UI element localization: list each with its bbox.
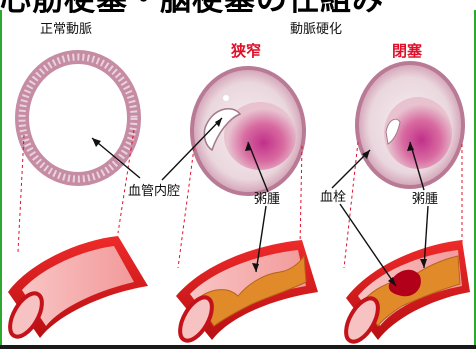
occlusion-vessel-tube bbox=[340, 240, 470, 347]
normal-vessel-tube bbox=[4, 236, 148, 342]
occlusion-cross-section bbox=[357, 63, 463, 187]
arrow-thrombus-tube bbox=[340, 204, 396, 286]
normal-cross-section bbox=[22, 57, 134, 179]
label-arteriosclerosis: 動脈硬化 bbox=[290, 22, 342, 37]
label-thrombus: 血栓 bbox=[320, 190, 346, 205]
label-stenosis: 狭窄 bbox=[231, 43, 261, 60]
bottom-border bbox=[0, 345, 476, 349]
label-occlusion: 閉塞 bbox=[392, 43, 422, 60]
stenosis-speck bbox=[223, 95, 229, 101]
label-lumen: 血管内腔 bbox=[128, 184, 180, 199]
label-normal-artery: 正常動脈 bbox=[40, 22, 92, 37]
label-atheroma-occlusion: 粥腫 bbox=[412, 192, 438, 207]
label-atheroma-stenosis: 粥腫 bbox=[254, 192, 280, 207]
stenosis-vessel-tube bbox=[174, 240, 318, 346]
